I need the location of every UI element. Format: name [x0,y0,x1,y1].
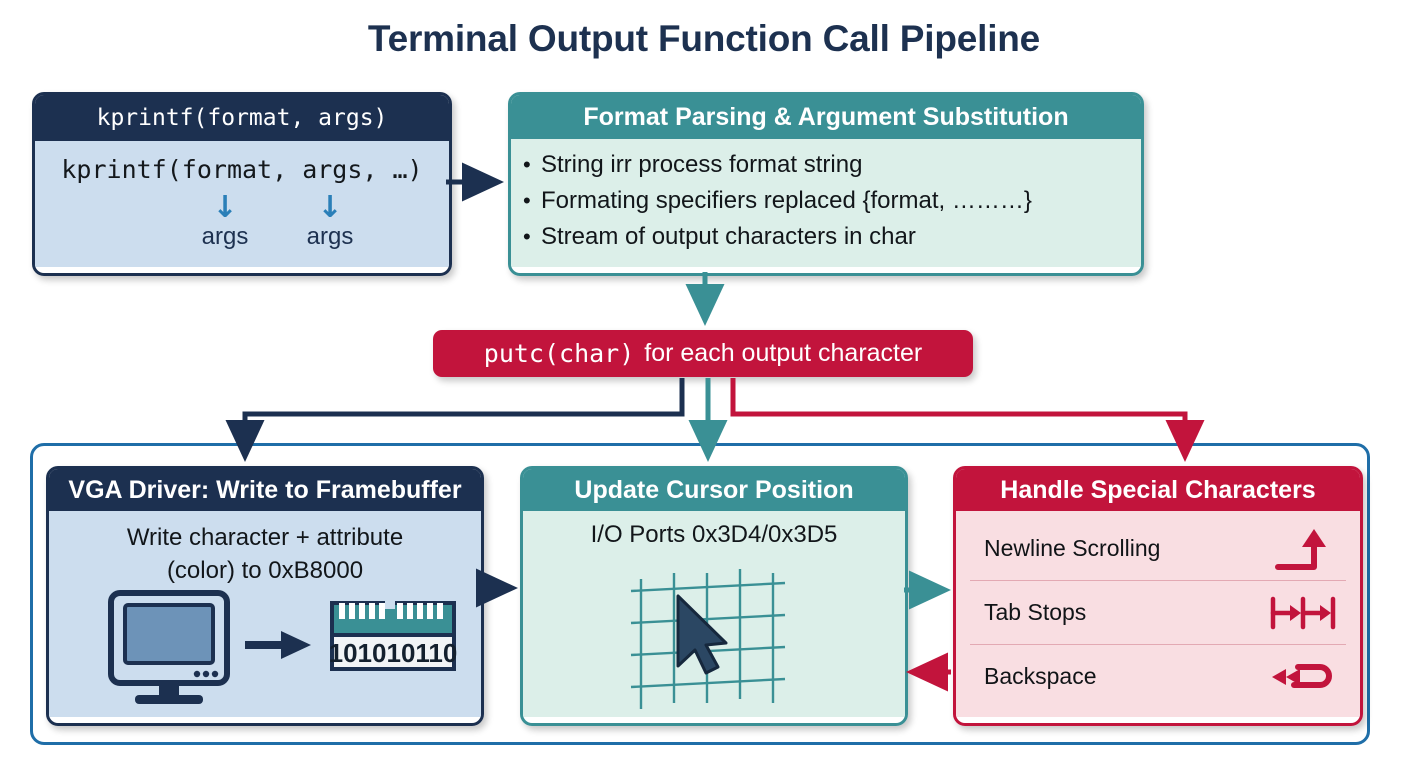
update-cursor-card: Update Cursor Position I/O Ports 0x3D4/0… [520,466,908,726]
backspace-icon [1272,663,1332,688]
special-row-label: Newline Scrolling [984,535,1161,561]
special-row-label: Tab Stops [984,599,1087,625]
arrow-down-icon: ↓ [317,190,343,225]
memory-chip-icon: 101010110 [329,599,458,671]
kprintf-arg-label-2: args [306,223,354,250]
kprintf-signature: kprintf(format, args, …) [61,155,423,184]
list-item: Formating specifiers replaced {format, …… [511,183,1141,219]
cursor-illustration [630,569,786,709]
special-row-backspace[interactable]: Backspace [970,645,1346,708]
io-ports-label: I/O Ports 0x3D4/0x3D5 [590,521,838,548]
page-title: Terminal Output Function Call Pipeline [367,18,1041,59]
kprintf-card-body: kprintf(format, args, …) ↓ args ↓ args [35,141,449,267]
update-cursor-header: Update Cursor Position [523,469,905,511]
update-cursor-body: I/O Ports 0x3D4/0x3D5 [523,511,905,717]
putc-code-label: putc(char) [483,339,635,368]
arrow-right-icon [245,631,311,659]
vga-driver-body: Write character + attribute (color) to 0… [49,511,481,717]
mouse-pointer-icon [676,594,728,675]
list-item: Stream of output characters in char [511,219,1141,255]
vga-driver-description: Write character + attribute (color) to 0… [49,521,481,587]
list-item: String irr process format string [511,147,1141,183]
kprintf-card: kprintf(format, args) kprintf(format, ar… [32,92,452,276]
format-parsing-body: String irr process format string Formati… [511,139,1141,267]
special-row-tab-stops[interactable]: Tab Stops [970,581,1346,645]
monitor-icon [108,590,230,704]
tab-stops-icon [1270,596,1336,629]
vga-driver-header: VGA Driver: Write to Framebuffer [49,469,481,511]
format-parsing-card: Format Parsing & Argument Substitution S… [508,92,1144,276]
kprintf-arg-column-1: ↓ args [180,190,270,251]
putc-description-label: for each output character [644,339,923,367]
kprintf-card-header: kprintf(format, args) [35,95,449,141]
putc-banner: putc(char) for each output character [433,330,973,377]
special-characters-card: Handle Special Characters Newline Scroll… [953,466,1363,726]
newline-scroll-icon [1275,528,1326,570]
vga-illustration: 101010110 [108,590,458,704]
chip-bits-label: 101010110 [329,638,458,668]
special-row-label: Backspace [984,663,1097,689]
vga-description-line-1: Write character + attribute [126,524,404,551]
format-parsing-bullet-list: String irr process format string Formati… [511,147,1141,255]
vga-driver-card: VGA Driver: Write to Framebuffer Write c… [46,466,484,726]
kprintf-arg-label-1: args [201,223,249,250]
vga-description-line-2: (color) to 0xB8000 [166,557,364,584]
format-parsing-header: Format Parsing & Argument Substitution [511,95,1141,139]
special-characters-body: Newline Scrolling Tab Stops [956,511,1360,717]
special-characters-header: Handle Special Characters [956,469,1360,511]
arrow-down-icon: ↓ [212,190,238,225]
special-row-newline[interactable]: Newline Scrolling [970,517,1346,581]
kprintf-arg-column-2: ↓ args [285,190,375,251]
